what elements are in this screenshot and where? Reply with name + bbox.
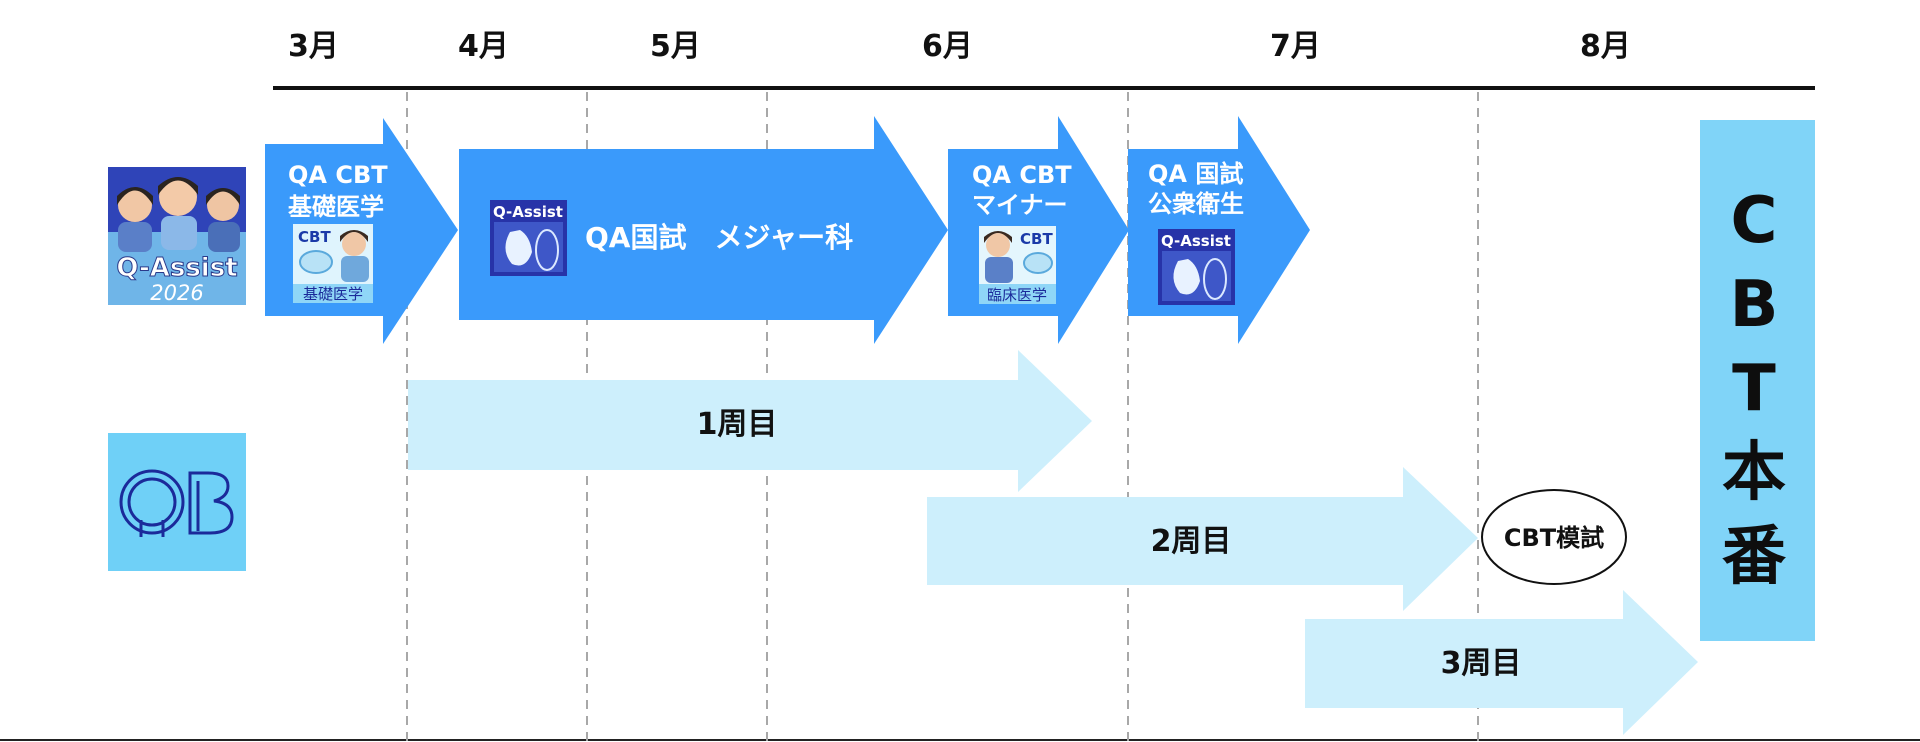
q-assist-major-thumbnail: Q-Assist xyxy=(490,200,567,276)
qa-arrow-1-line1: QA CBT xyxy=(288,161,388,189)
q-assist-public-health-thumbnail: Q-Assist xyxy=(1158,229,1235,305)
q-assist-logo-year: 2026 xyxy=(150,281,203,305)
qa-arrow-4-line2: 公衆衛生 xyxy=(1148,190,1244,218)
qb-round-2-arrow: 2周目 xyxy=(927,467,1478,611)
cbt-mock-exam-marker: CBT模試 xyxy=(1481,489,1627,585)
month-label-aug: 8月 xyxy=(1580,29,1631,64)
q-assist-logo-brand: Q-Assist xyxy=(116,253,237,283)
qa-arrow-2-label: QA国試 メジャー科 xyxy=(585,221,853,254)
qa-arrow-3-line1: QA CBT xyxy=(972,161,1072,189)
cbt-clinical-thumbnail-bottom: 臨床医学 xyxy=(987,286,1047,304)
month-label-may: 5月 xyxy=(650,29,701,64)
qa-arrow-basic-medicine: QA CBT 基礎医学 CBT 基礎医学 xyxy=(265,118,458,344)
qb-round-3-label: 3周目 xyxy=(1441,646,1522,681)
qb-round-3-arrow: 3周目 xyxy=(1305,590,1698,735)
final-exam-char: 番 xyxy=(1722,520,1792,594)
qa-arrow-3-line2: マイナー xyxy=(972,191,1068,219)
qb-logo-text: QB xyxy=(0,0,2,1)
month-label-jun: 6月 xyxy=(922,29,973,64)
qb-logo: QB xyxy=(0,0,246,571)
qa-arrow-major-subjects: Q-Assist QA国試 メジャー科 xyxy=(459,116,948,344)
month-label-apr: 4月 xyxy=(458,29,509,64)
qa-arrow-4-line1: QA 国試 xyxy=(1148,160,1243,188)
month-label-mar: 3月 xyxy=(288,29,339,64)
qa-arrow-1-line2: 基礎医学 xyxy=(288,193,384,221)
cbt-basic-thumbnail-bottom: 基礎医学 xyxy=(303,285,363,303)
cbt-clinical-thumbnail: CBT 臨床医学 xyxy=(979,226,1056,304)
qa-arrow-minor-subjects: QA CBT マイナー CBT 臨床医学 xyxy=(948,116,1129,344)
cbt-mock-exam-label: CBT模試 xyxy=(1504,524,1604,552)
final-exam-char: 本 xyxy=(1722,436,1792,510)
final-exam-char: T xyxy=(1732,352,1782,426)
q-assist-major-thumbnail-top: Q-Assist xyxy=(493,203,563,221)
cbt-basic-thumbnail-top: CBT xyxy=(298,228,331,246)
qb-round-1-label: 1周目 xyxy=(697,407,778,442)
qb-round-2-label: 2周目 xyxy=(1151,524,1232,559)
final-exam-char: C xyxy=(1731,184,1784,258)
cbt-basic-thumbnail: CBT 基礎医学 xyxy=(293,224,373,303)
q-assist-logo: Q-Assist 2026 xyxy=(108,167,246,305)
qa-arrow-public-health: QA 国試 公衆衛生 Q-Assist xyxy=(1128,116,1310,344)
cbt-clinical-thumbnail-top: CBT xyxy=(1020,230,1053,248)
month-label-jul: 7月 xyxy=(1270,29,1321,64)
qb-round-1-arrow: 1周目 xyxy=(408,350,1092,492)
q-assist-public-health-thumbnail-top: Q-Assist xyxy=(1161,232,1231,250)
month-header: 3月 4月 5月 6月 7月 8月 xyxy=(288,29,1631,64)
final-exam-char: B xyxy=(1730,268,1785,342)
